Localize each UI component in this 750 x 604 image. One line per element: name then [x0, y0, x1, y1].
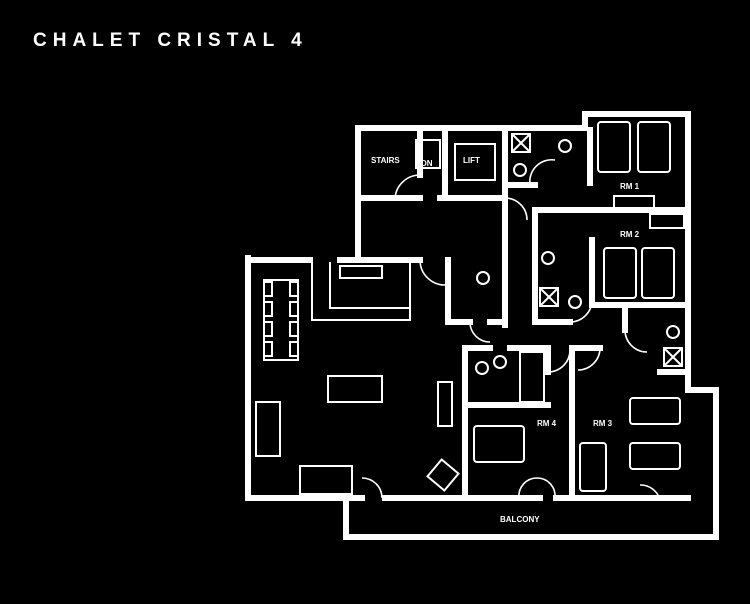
bed	[629, 442, 681, 470]
toilet	[476, 271, 490, 285]
bed	[603, 247, 637, 299]
label-lift: LIFT	[463, 156, 480, 165]
room-labels: STAIRS DN LIFT RM 1 RM 2 RM 3 RM 4 BALCO…	[371, 156, 640, 524]
toilet	[475, 361, 489, 375]
bed	[579, 442, 607, 492]
bathtub	[519, 351, 545, 403]
toilet	[558, 139, 572, 153]
bed	[637, 121, 671, 173]
label-rm2: RM 2	[620, 230, 640, 239]
dining-table	[263, 279, 299, 361]
tv-unit	[437, 381, 453, 427]
bed	[597, 121, 631, 173]
coffee-table	[327, 375, 383, 403]
sink	[513, 163, 527, 177]
sink	[666, 325, 680, 339]
hob	[339, 265, 383, 279]
wardrobe	[649, 213, 685, 229]
label-balcony: BALCONY	[500, 515, 540, 524]
furniture	[255, 121, 685, 495]
desk	[613, 195, 655, 209]
sink	[541, 251, 555, 265]
lift-car	[454, 143, 496, 181]
stairs-steps	[415, 139, 441, 169]
label-rm1: RM 1	[620, 182, 640, 191]
chair	[426, 458, 460, 492]
label-dn: DN	[421, 159, 433, 168]
label-stairs: STAIRS	[371, 156, 400, 165]
plan-title: CHALET CRISTAL 4	[33, 30, 308, 51]
shower	[663, 347, 683, 367]
toilet	[568, 295, 582, 309]
label-rm4: RM 4	[537, 419, 557, 428]
walls	[245, 111, 719, 540]
doors	[361, 158, 661, 501]
bed	[473, 425, 525, 463]
bed	[641, 247, 675, 299]
sofa	[299, 465, 353, 495]
kitchen-counter	[311, 262, 411, 321]
label-rm3: RM 3	[593, 419, 613, 428]
armchair	[255, 401, 281, 457]
shower	[511, 133, 531, 153]
shower	[539, 287, 559, 307]
sink	[493, 355, 507, 369]
bed	[629, 397, 681, 425]
